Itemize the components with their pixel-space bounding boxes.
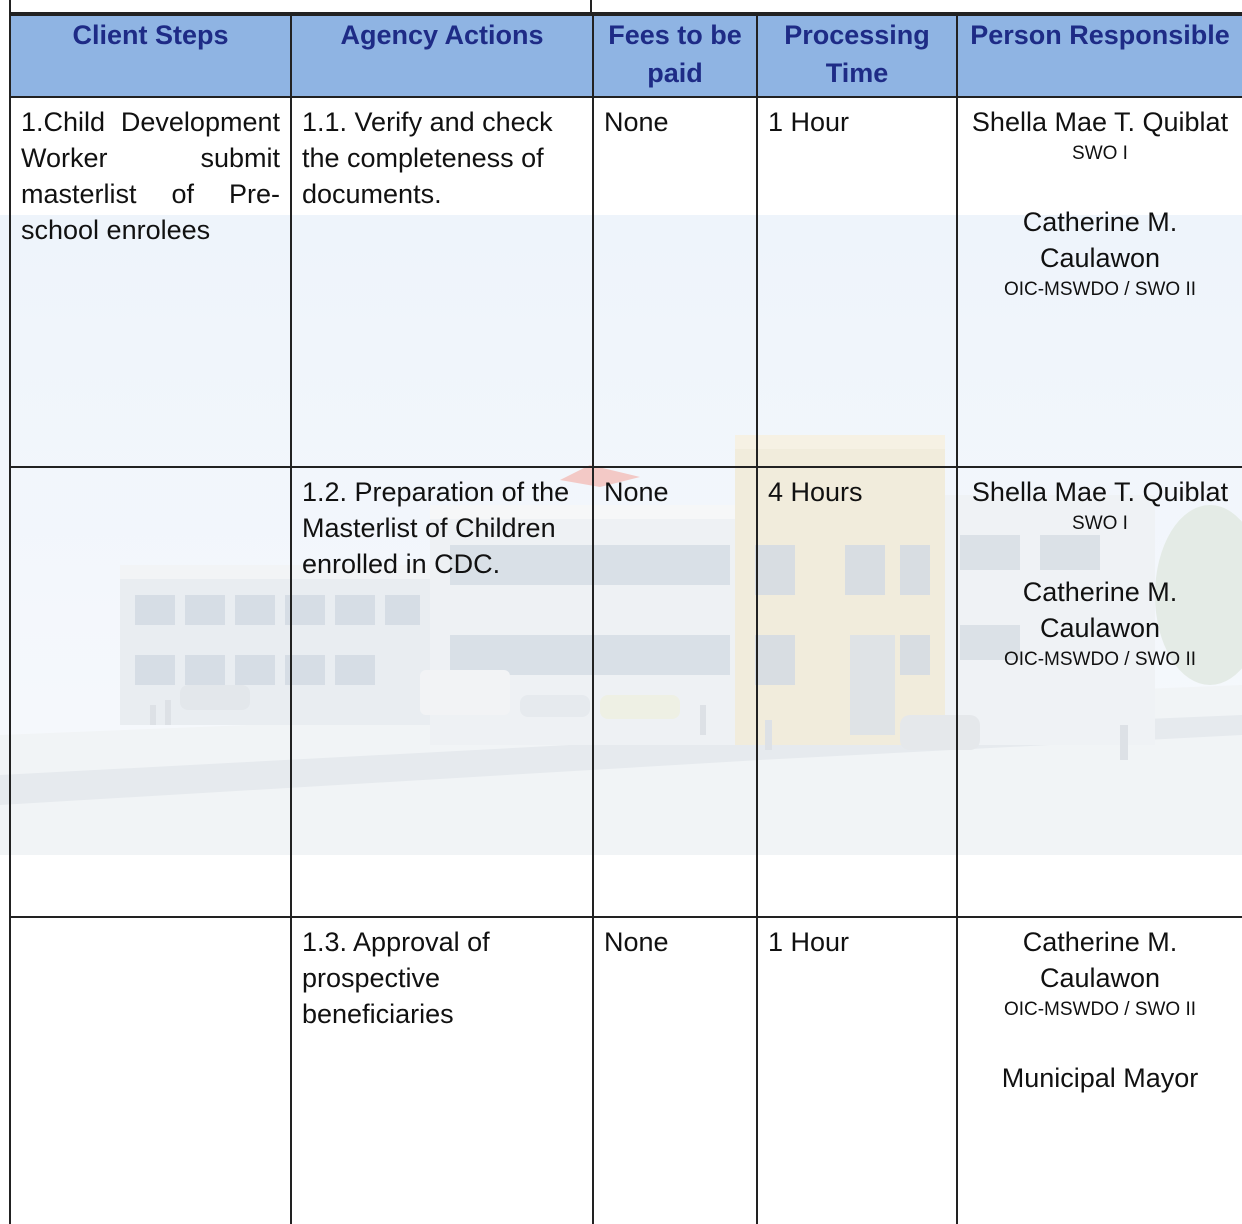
service-steps-table: Client Steps Agency Actions Fees to be p… — [9, 14, 1242, 1224]
person-name: Shella Mae T. Quiblat — [971, 477, 1229, 507]
person-name: Catherine M. Caulawon — [1022, 577, 1178, 643]
agency-action-cell: 1.1. Verify and check the completeness o… — [290, 96, 594, 468]
fees-cell: None — [592, 916, 758, 1224]
fees-cell: None — [592, 466, 758, 918]
person-name: Catherine M. Caulawon — [1022, 207, 1178, 273]
table-row: 1.3. Approval of prospective beneficiari… — [9, 916, 1242, 1224]
agency-action-cell: 1.3. Approval of prospective beneficiari… — [290, 916, 594, 1224]
header-agency-actions: Agency Actions — [290, 14, 594, 98]
header-person-responsible: Person Responsible — [956, 14, 1242, 98]
person-name: Municipal Mayor — [1001, 1063, 1199, 1093]
person-title: SWO I — [1072, 143, 1128, 164]
person-responsible-cell: Shella Mae T. Quiblat SWO I Catherine M.… — [956, 96, 1242, 468]
client-step-cell — [9, 466, 292, 918]
header-processing-time: Processing Time — [756, 14, 958, 98]
processing-time-cell: 4 Hours — [756, 466, 958, 918]
table-header-row: Client Steps Agency Actions Fees to be p… — [9, 14, 1242, 98]
person-title: OIC-MSWDO / SWO II — [1003, 999, 1197, 1020]
processing-time-cell: 1 Hour — [756, 96, 958, 468]
person-title: OIC-MSWDO / SWO II — [1003, 649, 1197, 670]
person-name: Shella Mae T. Quiblat — [971, 107, 1229, 137]
previous-table-bottom-row — [9, 0, 1242, 14]
person-title: OIC-MSWDO / SWO II — [1003, 279, 1197, 300]
person-responsible-cell: Catherine M. Caulawon OIC-MSWDO / SWO II… — [956, 916, 1242, 1224]
table-row: 1.2. Preparation of the Masterlist of Ch… — [9, 466, 1242, 918]
header-client-steps: Client Steps — [9, 14, 292, 98]
person-name: Catherine M. Caulawon — [1022, 927, 1178, 993]
client-step-cell — [9, 916, 292, 1224]
processing-time-cell: 1 Hour — [756, 916, 958, 1224]
person-title: SWO I — [1072, 513, 1128, 534]
header-fees: Fees to be paid — [592, 14, 758, 98]
fees-cell: None — [592, 96, 758, 468]
person-responsible-cell: Shella Mae T. Quiblat SWO I Catherine M.… — [956, 466, 1242, 918]
table-row: 1.Child Development Worker submit master… — [9, 96, 1242, 468]
client-step-cell: 1.Child Development Worker submit master… — [9, 96, 292, 468]
agency-action-cell: 1.2. Preparation of the Masterlist of Ch… — [290, 466, 594, 918]
